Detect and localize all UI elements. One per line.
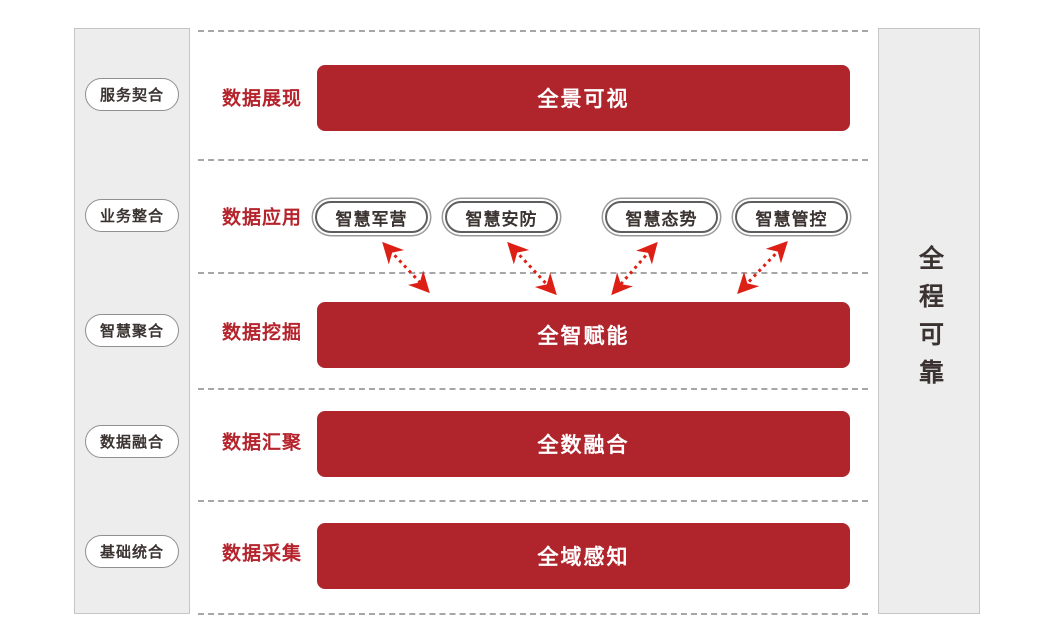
bar-full-intelligence-empowerment: 全智赋能 bbox=[317, 302, 850, 368]
bar-panoramic-visibility: 全景可视 bbox=[317, 65, 850, 131]
dotted-divider bbox=[198, 159, 868, 161]
arrow-smart-security bbox=[507, 241, 557, 296]
dotted-divider bbox=[198, 613, 868, 615]
app-pill-smart-control: 智慧管控 bbox=[735, 201, 848, 233]
app-pill-smart-security: 智慧安防 bbox=[445, 201, 558, 233]
dotted-divider bbox=[198, 30, 868, 32]
right-panel-label: 全程可靠 bbox=[915, 245, 944, 397]
left-panel: 服务契合 业务整合 智慧聚合 数据融合 基础统合 bbox=[74, 28, 190, 614]
left-pill-service-fit: 服务契合 bbox=[85, 78, 179, 111]
row-label-data-collection: 数据采集 bbox=[222, 543, 303, 565]
arrow-smart-barracks bbox=[382, 241, 430, 294]
row-label-data-mining: 数据挖掘 bbox=[222, 322, 303, 344]
dotted-divider bbox=[198, 272, 868, 274]
dotted-divider bbox=[198, 500, 868, 502]
arrow-smart-situation bbox=[611, 241, 658, 296]
row-label-data-aggregation: 数据汇聚 bbox=[222, 432, 303, 454]
arrow-smart-control bbox=[737, 240, 788, 295]
row-label-data-presentation: 数据展现 bbox=[222, 88, 303, 110]
left-pill-wisdom-aggregation: 智慧聚合 bbox=[85, 314, 179, 347]
bar-full-domain-perception: 全域感知 bbox=[317, 523, 850, 589]
app-pill-smart-barracks: 智慧军营 bbox=[315, 201, 428, 233]
right-panel: 全程可靠 bbox=[878, 28, 980, 614]
dotted-divider bbox=[198, 388, 868, 390]
left-pill-foundation-unification: 基础统合 bbox=[85, 535, 179, 568]
row-label-data-application: 数据应用 bbox=[222, 207, 303, 229]
bar-full-data-fusion: 全数融合 bbox=[317, 411, 850, 477]
app-pill-smart-situation: 智慧态势 bbox=[605, 201, 718, 233]
left-pill-business-integration: 业务整合 bbox=[85, 199, 179, 232]
left-pill-data-fusion: 数据融合 bbox=[85, 425, 179, 458]
